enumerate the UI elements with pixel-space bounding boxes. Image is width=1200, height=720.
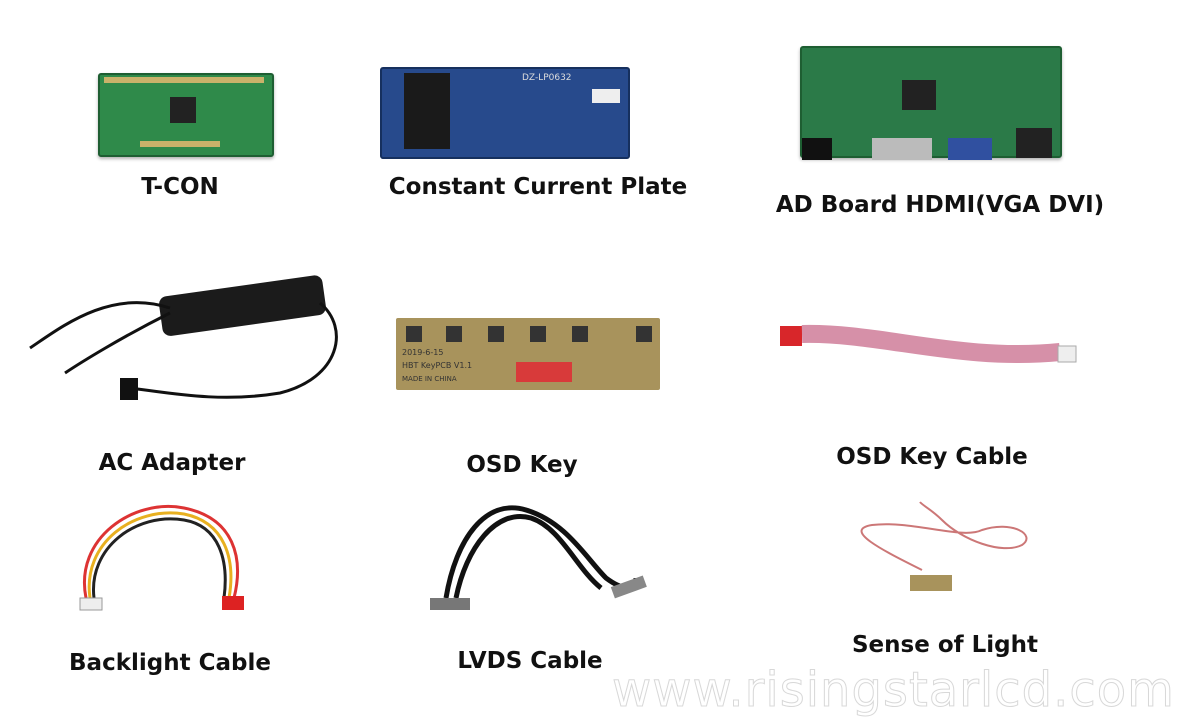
connector [140,141,220,147]
backlight-cable-image [79,505,244,611]
ac-adapter-label: AC Adapter [98,450,246,476]
key-button [446,326,462,342]
connector [104,77,264,83]
ac-adapter-image [29,275,338,400]
t-con-board-image [98,73,274,157]
sense-of-light-label: Sense of Light [851,632,1039,658]
constant-current-plate-image: DZ-LP0632 [380,67,630,159]
osd-date-text: 2019-6-15 [402,348,444,357]
key-button [488,326,504,342]
power-port [802,138,832,160]
connector [516,362,572,382]
key-button [636,326,652,342]
connector [592,89,620,103]
key-button [572,326,588,342]
osd-key-cable-label: OSD Key Cable [836,444,1028,470]
key-button [530,326,546,342]
key-button [406,326,422,342]
lvds-cable-label: LVDS Cable [457,648,603,674]
watermark: www.risingstarlcd.com [612,662,1175,719]
board-model-text: DZ-LP0632 [522,73,572,83]
dvi-port [872,138,932,160]
ad-board-image [800,46,1062,160]
t-con-label: T-CON [141,174,219,200]
vga-port [948,138,992,160]
osd-key-board-image: 2019-6-15 HBT KeyPCB V1.1 MADE IN CHINA [396,318,660,390]
lvds-cable-image [430,505,647,610]
constant-current-plate-label: Constant Current Plate [388,174,688,200]
osd-made-text: MADE IN CHINA [402,375,457,383]
backlight-cable-label: Backlight Cable [69,650,271,676]
osd-key-cable-image [780,324,1077,363]
audio-port [1016,128,1052,158]
ad-board-label: AD Board HDMI(VGA DVI) [775,192,1105,218]
osd-key-label: OSD Key [466,452,578,478]
chip [170,97,196,123]
osd-model-text: HBT KeyPCB V1.1 [402,361,473,370]
chip [902,80,936,110]
light-sensor-image [860,501,1028,591]
transformer [404,73,450,149]
